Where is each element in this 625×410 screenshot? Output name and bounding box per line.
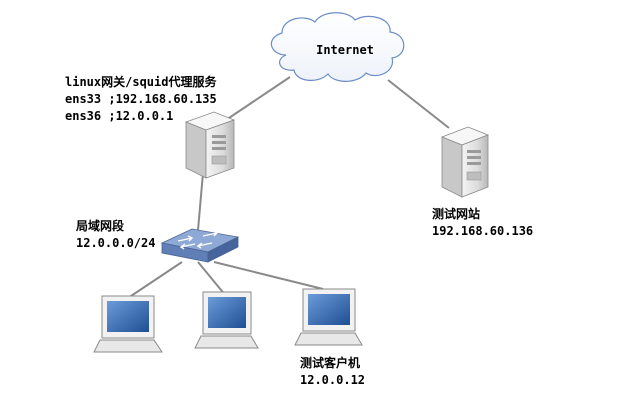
internet-label: Internet (316, 43, 374, 57)
gateway-server-icon (184, 111, 236, 179)
lan-title-label: 局域网段 (76, 219, 125, 233)
client-ip-label: 12.0.0.12 (300, 373, 366, 387)
client-laptop-3-icon (294, 288, 363, 346)
connection-lines (127, 76, 450, 299)
website-server-icon (440, 126, 490, 198)
link-internet-website (387, 79, 450, 129)
link-gateway-switch (197, 172, 204, 231)
gateway-label-line1: linux网关/squid代理服务 (65, 75, 217, 89)
gateway-label-line2: ens33 ;192.168.60.135 (65, 92, 217, 106)
link-switch-client3 (213, 261, 324, 290)
link-gateway-internet (222, 76, 291, 123)
internet-cloud-icon (270, 12, 405, 82)
link-switch-client1 (127, 261, 183, 299)
lan-switch-icon (160, 228, 240, 263)
client-laptop-2-icon (194, 291, 259, 349)
client-laptop-1-icon (93, 295, 163, 353)
link-switch-client2 (197, 261, 227, 297)
website-ip-label: 192.168.60.136 (432, 224, 534, 238)
lan-subnet-label: 12.0.0.0/24 (76, 236, 156, 250)
website-title-label: 测试网站 (432, 207, 481, 221)
client-title-label: 测试客户机 (300, 356, 361, 370)
gateway-label-line3: ens36 ;12.0.0.1 (65, 109, 174, 123)
